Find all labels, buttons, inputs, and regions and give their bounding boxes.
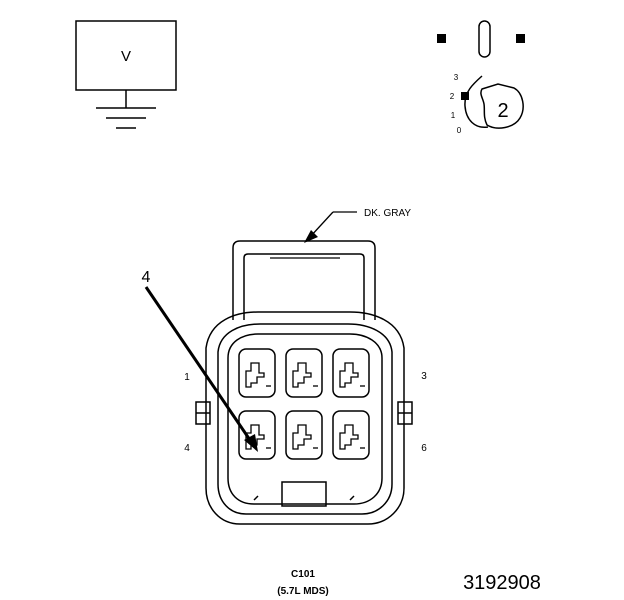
connector-body xyxy=(195,240,413,525)
pin-cavity-3 xyxy=(332,348,370,398)
pointer-arrowhead-icon xyxy=(244,434,258,452)
voltmeter: V xyxy=(75,20,177,129)
pin-label-6: 6 xyxy=(421,443,427,454)
pointer-arrow xyxy=(144,286,258,452)
key-knob-icon xyxy=(480,83,524,129)
pointer-label: 4 xyxy=(142,269,151,286)
left-terminal-icon xyxy=(437,34,446,43)
connector-color: DK. GRAY xyxy=(364,208,411,219)
pin-cavity-2 xyxy=(285,348,323,398)
voltmeter-symbol: V xyxy=(121,48,131,65)
terminal-icon xyxy=(245,362,265,388)
bottom-latch xyxy=(281,481,327,507)
pin-label-4: 4 xyxy=(184,443,190,454)
position-label-3: 3 xyxy=(454,73,459,82)
position-label-1: 1 xyxy=(451,111,456,120)
pin-label-3: 3 xyxy=(421,371,427,382)
right-terminal-icon xyxy=(516,34,525,43)
pin-cavity-5 xyxy=(285,410,323,460)
position-label-0: 0 xyxy=(457,126,462,135)
pin-label-1: 1 xyxy=(184,372,190,383)
terminal-icon xyxy=(292,362,312,388)
lock-tab-outer xyxy=(232,240,376,320)
ground-icon xyxy=(96,90,156,129)
housing-inner xyxy=(217,323,393,515)
cavity-face xyxy=(227,333,383,505)
dial-arc-icon xyxy=(464,75,489,128)
terminal-icon xyxy=(292,424,312,450)
pin-cavity-4 xyxy=(238,410,276,460)
selected-position: 2 xyxy=(497,100,508,122)
slot-icon xyxy=(478,20,491,58)
callout-arrowhead-icon xyxy=(304,230,318,243)
pin-cavities xyxy=(238,348,370,460)
housing-outer xyxy=(205,311,405,525)
pin-cavity-1 xyxy=(238,348,276,398)
pin-cavity-6 xyxy=(332,410,370,460)
figure-number: 3192908 xyxy=(463,572,541,594)
terminal-icon xyxy=(339,362,359,388)
connector-variant: (5.7L MDS) xyxy=(277,586,329,597)
position-marker-icon xyxy=(461,92,469,100)
color-callout: DK. GRAY xyxy=(304,208,411,243)
selector-switch-icon: 3 2 1 0 2 xyxy=(437,20,525,135)
position-label-2: 2 xyxy=(450,92,455,101)
terminal-icon xyxy=(339,424,359,450)
connector-id: C101 xyxy=(291,569,315,580)
lock-tab-inner xyxy=(243,253,365,320)
